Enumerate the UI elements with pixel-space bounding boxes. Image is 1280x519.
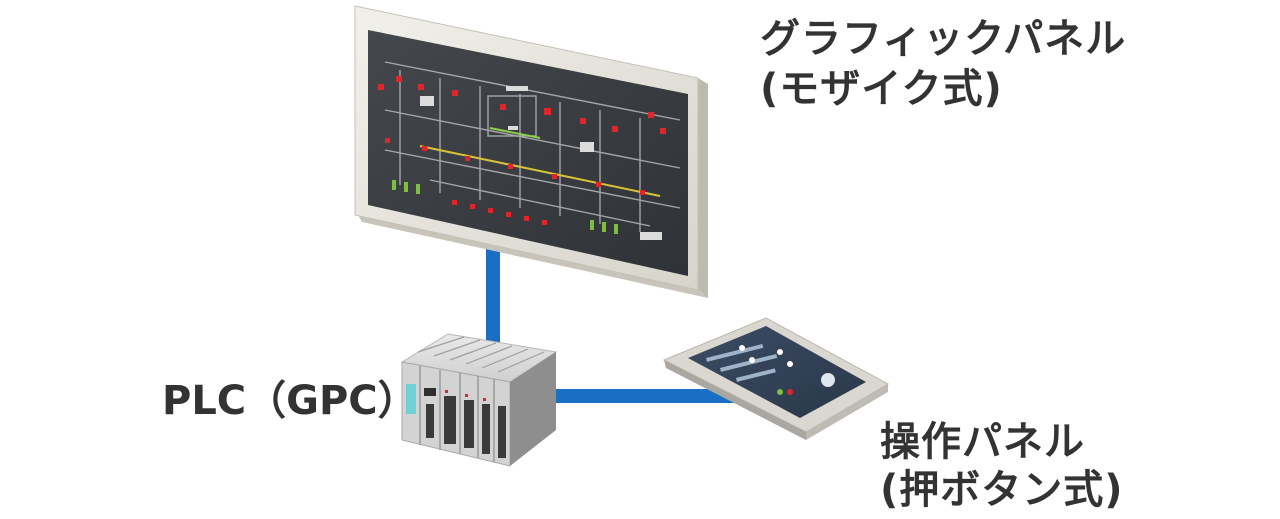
operation-panel-illustration (662, 317, 890, 440)
plc-illustration (400, 333, 558, 467)
graphic-panel-subtitle: (モザイク式) (760, 66, 1003, 112)
connection-lines (486, 238, 735, 403)
plc-label-text: PLC（GPC） (162, 378, 418, 424)
graphic-panel-label: グラフィックパネル (モザイク式) (760, 14, 1126, 114)
graphic-panel-illustration (354, 5, 708, 298)
operation-panel-subtitle: (押ボタン式) (880, 467, 1124, 513)
operation-panel-title: 操作パネル (880, 419, 1085, 465)
graphic-panel-title: グラフィックパネル (760, 16, 1127, 62)
operation-panel-label: 操作パネル (押ボタン式) (880, 418, 1124, 514)
plc-label: PLC（GPC） (162, 376, 418, 426)
